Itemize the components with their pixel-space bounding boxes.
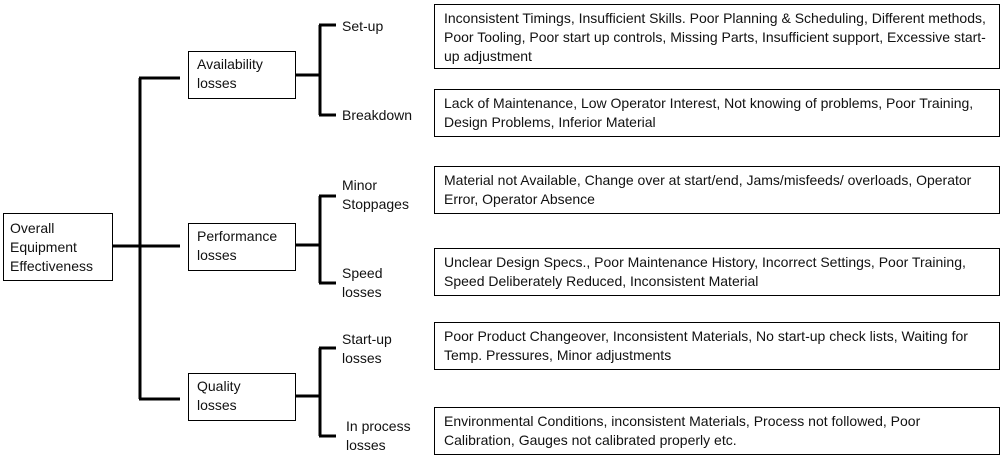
causes-text: Lack of Maintenance, Low Operator Intere… [444,95,974,130]
category-quality-losses: Quality losses [188,373,296,421]
root-node-oee: Overall Equipment Effectiveness [3,213,113,281]
subcategory-minor-stoppages: Minor Stoppages [342,177,409,212]
category-label: Quality losses [197,378,241,413]
subcategory-breakdown: Breakdown [342,107,413,123]
causes-box-breakdown: Lack of Maintenance, Low Operator Intere… [434,89,1000,137]
subcategory-startup-losses: Start-up losses [342,331,392,366]
root-label: Overall Equipment Effectiveness [10,220,94,274]
category-label: Performance losses [197,228,278,263]
causes-text: Unclear Design Specs., Poor Maintenance … [444,254,966,289]
category-label: Availability losses [197,56,263,91]
category-performance-losses: Performance losses [188,223,296,271]
causes-box-in-process-losses: Environmental Conditions, inconsistent M… [434,407,1000,455]
causes-box-minor-stoppages: Material not Available, Change over at s… [434,166,1000,214]
causes-text: Material not Available, Change over at s… [444,172,972,207]
causes-text: Inconsistent Timings, Insufficient Skill… [444,10,986,64]
causes-text: Environmental Conditions, inconsistent M… [444,413,921,448]
causes-text: Poor Product Changeover, Inconsistent Ma… [444,328,968,363]
causes-box-setup: Inconsistent Timings, Insufficient Skill… [434,4,1000,69]
subcategory-setup: Set-up [342,18,384,34]
causes-box-speed-losses: Unclear Design Specs., Poor Maintenance … [434,248,1000,296]
causes-box-startup-losses: Poor Product Changeover, Inconsistent Ma… [434,322,1000,370]
category-availability-losses: Availability losses [188,51,296,99]
subcategory-in-process-losses: In process losses [346,418,411,453]
subcategory-speed-losses: Speed losses [342,265,383,300]
